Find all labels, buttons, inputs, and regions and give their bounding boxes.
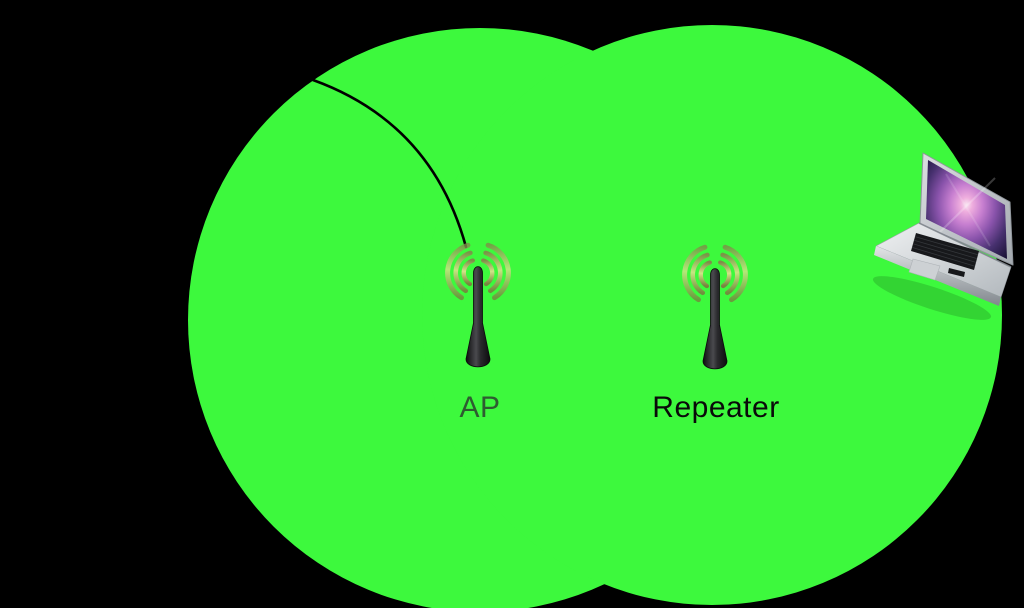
ap-label: AP xyxy=(459,391,501,424)
laptop-keyboard xyxy=(911,233,979,277)
laptop-screen xyxy=(926,160,1007,259)
connection-curve xyxy=(311,78,468,249)
screen-ray xyxy=(939,177,996,233)
laptop-shadow xyxy=(872,276,992,320)
laptop-hinge xyxy=(918,222,1012,268)
repeater-label: Repeater xyxy=(652,391,780,424)
laptop-trackpad xyxy=(908,258,941,281)
laptop-base-edge xyxy=(874,246,1001,306)
screen-ray xyxy=(945,173,991,247)
laptop-icon xyxy=(872,152,1014,320)
